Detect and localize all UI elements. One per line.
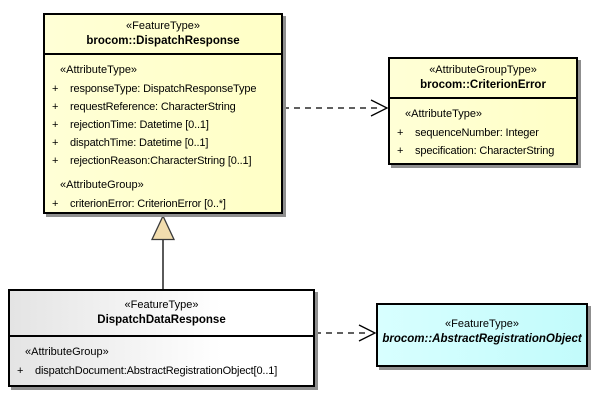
visibility-marker: + bbox=[52, 198, 59, 210]
stereotype-label: «FeatureType» bbox=[126, 20, 200, 32]
visibility-marker: + bbox=[52, 101, 59, 113]
stereotype-label: «FeatureType» bbox=[124, 299, 199, 311]
attribute-section-header: «AttributeType» bbox=[405, 108, 483, 120]
attribute-text: responseType: DispatchResponseType bbox=[70, 83, 257, 95]
dependency-arrow-dispatchresponse-criterionerror[interactable] bbox=[283, 99, 389, 117]
attribute-text: specification: CharacterString bbox=[415, 145, 555, 157]
attribute-row: + rejectionReason:CharacterString [0..1] bbox=[47, 152, 279, 170]
visibility-marker: + bbox=[52, 83, 59, 95]
class-attributes-compartment: «AttributeGroup» + dispatchDocument:Abst… bbox=[10, 345, 313, 380]
class-dispatch-data-response[interactable]: «FeatureType» DispatchDataResponse «Attr… bbox=[8, 289, 315, 387]
class-abstract-registration-object[interactable]: «FeatureType» brocom::AbstractRegistrati… bbox=[376, 303, 588, 367]
class-name-label: brocom::AbstractRegistrationObject bbox=[382, 333, 582, 345]
attribute-text: dispatchDocument:AbstractRegistrationObj… bbox=[35, 365, 278, 377]
visibility-marker: + bbox=[52, 137, 59, 149]
attribute-row: + requestReference: CharacterString bbox=[47, 98, 279, 116]
attribute-text: rejectionTime: Datetime [0..1] bbox=[70, 119, 209, 131]
visibility-marker: + bbox=[52, 119, 59, 131]
class-attributes-compartment: «AttributeType» + sequenceNumber: Intege… bbox=[390, 107, 576, 160]
class-title: «AttributeGroupType» brocom::CriterionEr… bbox=[390, 59, 576, 99]
class-name-label: brocom::CriterionError bbox=[420, 79, 546, 91]
attribute-text: dispatchTime: Datetime [0..1] bbox=[70, 137, 209, 149]
attribute-text: requestReference: CharacterString bbox=[70, 101, 236, 113]
class-name-label: DispatchDataResponse bbox=[97, 314, 226, 326]
stereotype-label: «AttributeGroupType» bbox=[429, 64, 537, 76]
attribute-row: + criterionError: CriterionError [0..*] bbox=[47, 195, 279, 213]
generalization-arrow-dispatchdataresponse-dispatchresponse[interactable] bbox=[150, 214, 176, 289]
attribute-text: rejectionReason:CharacterString [0..1] bbox=[70, 155, 252, 167]
class-criterion-error[interactable]: «AttributeGroupType» brocom::CriterionEr… bbox=[388, 57, 578, 165]
attribute-section-header: «AttributeGroup» bbox=[60, 179, 144, 191]
attribute-row: + responseType: DispatchResponseType bbox=[47, 80, 279, 98]
attribute-text: criterionError: CriterionError [0..*] bbox=[70, 198, 226, 210]
attribute-row: + rejectionTime: Datetime [0..1] bbox=[47, 116, 279, 134]
class-name-label: brocom::DispatchResponse bbox=[86, 35, 240, 47]
stereotype-label: «FeatureType» bbox=[445, 318, 519, 330]
class-title: «FeatureType» brocom::DispatchResponse bbox=[45, 15, 281, 55]
class-title: «FeatureType» DispatchDataResponse bbox=[10, 291, 313, 337]
attribute-row: + sequenceNumber: Integer bbox=[392, 124, 574, 142]
attribute-section-header: «AttributeGroup» bbox=[25, 346, 109, 358]
visibility-marker: + bbox=[397, 145, 404, 157]
dependency-arrow-dispatchdataresponse-abstractregistrationobject[interactable] bbox=[315, 324, 377, 342]
attribute-section-header: «AttributeType» bbox=[60, 64, 138, 76]
attribute-row: + dispatchDocument:AbstractRegistrationO… bbox=[12, 362, 311, 380]
attribute-text: sequenceNumber: Integer bbox=[415, 127, 539, 139]
visibility-marker: + bbox=[52, 155, 59, 167]
visibility-marker: + bbox=[397, 127, 404, 139]
class-attributes-compartment: «AttributeType» + responseType: Dispatch… bbox=[45, 63, 281, 213]
attribute-row: + dispatchTime: Datetime [0..1] bbox=[47, 134, 279, 152]
class-dispatch-response[interactable]: «FeatureType» brocom::DispatchResponse «… bbox=[43, 13, 283, 214]
attribute-row: + specification: CharacterString bbox=[392, 142, 574, 160]
visibility-marker: + bbox=[17, 365, 24, 377]
